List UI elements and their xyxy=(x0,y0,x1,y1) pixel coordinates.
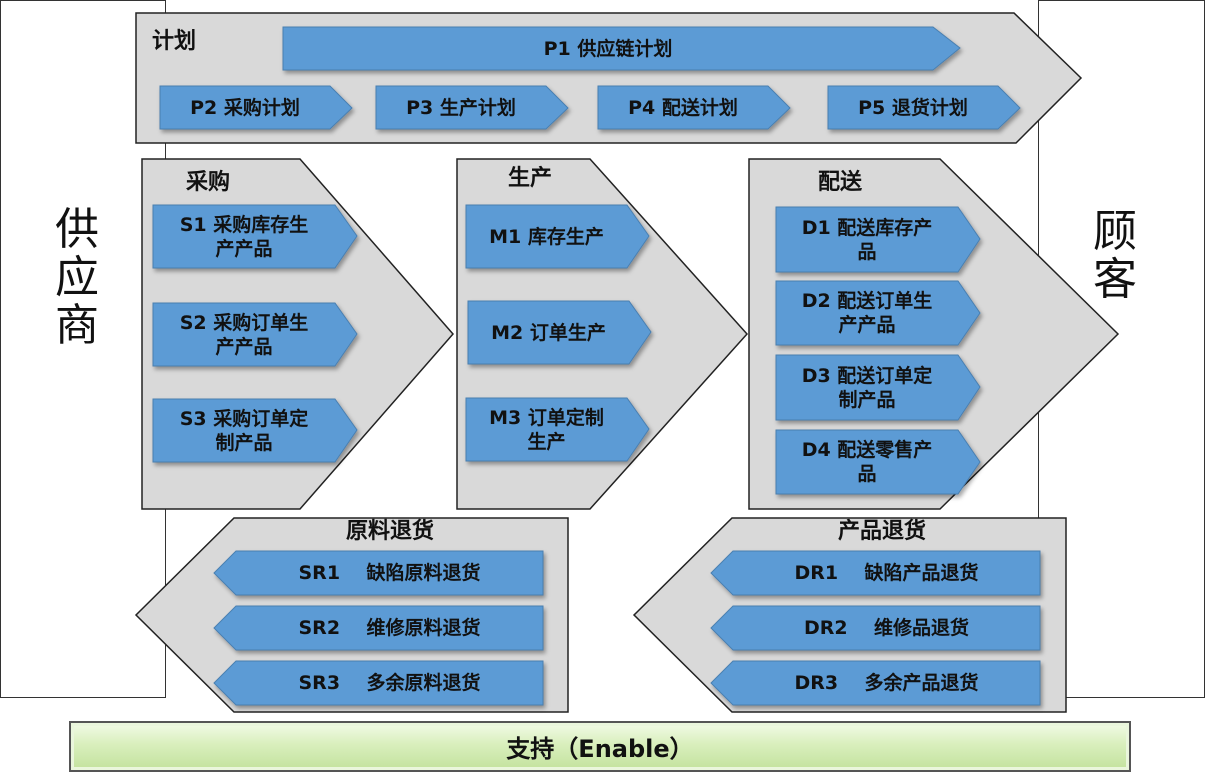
deliver-return-dr3-label: DR3 多余产品退货 xyxy=(794,672,979,694)
plan-p2-box xyxy=(159,85,353,130)
source-s3-box xyxy=(152,398,358,463)
make-m3-box xyxy=(465,397,650,462)
source-return-title: 原料退货 xyxy=(345,519,434,544)
make-m1-label: M1 库存生产 xyxy=(489,225,604,248)
deliver-d3-box xyxy=(775,354,981,421)
source-s2-label: S2 采购订单生 产产品 xyxy=(179,311,309,358)
source-s2-box xyxy=(152,302,358,367)
plan-p4-box xyxy=(597,85,791,130)
source-return-sr1-label: SR1 缺陷原料退货 xyxy=(298,562,481,584)
source-s1-box xyxy=(152,204,358,269)
deliver-d3-label: D3 配送订单定 制产品 xyxy=(801,364,933,411)
deliver-return-dr3-box xyxy=(710,660,1041,706)
plan-p3-box xyxy=(375,85,569,130)
source-title: 采购 xyxy=(186,170,231,195)
source-return-sr3-box xyxy=(213,660,544,706)
deliver-d4-box xyxy=(775,429,981,495)
source-return-sr3-label: SR3 多余原料退货 xyxy=(298,672,481,694)
source-s3-label: S3 采购订单定 制产品 xyxy=(179,407,309,454)
deliver-title: 配送 xyxy=(818,170,863,195)
plan-p2-label: P2 采购计划 xyxy=(190,96,300,119)
plan-p5-label: P5 退货计划 xyxy=(858,96,968,119)
deliver-d1-box xyxy=(775,206,981,273)
deliver-return-title: 产品退货 xyxy=(837,519,926,544)
plan-p5-box xyxy=(827,85,1021,130)
plan-p1-label: P1 供应链计划 xyxy=(543,37,673,60)
enable-bar: 支持（Enable） xyxy=(69,721,1131,772)
deliver-d1-label: D1 配送库存产 品 xyxy=(801,216,933,263)
make-m2-label: M2 订单生产 xyxy=(491,321,606,344)
deliver-d4-label: D4 配送零售产 品 xyxy=(801,439,933,485)
supplier-label: 供 应 商 xyxy=(55,204,99,351)
source-return-sr2-label: SR2 维修原料退货 xyxy=(298,617,481,639)
plan-p4-label: P4 配送计划 xyxy=(628,96,738,119)
source-s1-label: S1 采购库存生 产产品 xyxy=(179,213,309,260)
deliver-return-dr2-box xyxy=(710,605,1041,651)
deliver-return-dr2-label: DR2 维修品退货 xyxy=(803,617,970,639)
make-m2-box xyxy=(467,300,652,365)
plan-p3-label: P3 生产计划 xyxy=(406,96,516,119)
deliver-return-dr1-box xyxy=(710,550,1041,596)
source-return-sr1-box xyxy=(213,550,544,596)
customer-label: 顾 客 xyxy=(1093,206,1137,305)
deliver-d2-box xyxy=(775,280,981,346)
plan-title: 计划 xyxy=(152,29,197,54)
source-return-sr2-box xyxy=(213,605,544,651)
deliver-d2-label: D2 配送订单生 产产品 xyxy=(801,290,933,336)
make-m1-box xyxy=(465,204,650,269)
make-title: 生产 xyxy=(508,166,553,191)
plan-p1-box xyxy=(282,26,961,71)
deliver-return-dr1-label: DR1 缺陷产品退货 xyxy=(794,562,979,584)
make-m3-label: M3 订单定制 生产 xyxy=(489,406,604,453)
